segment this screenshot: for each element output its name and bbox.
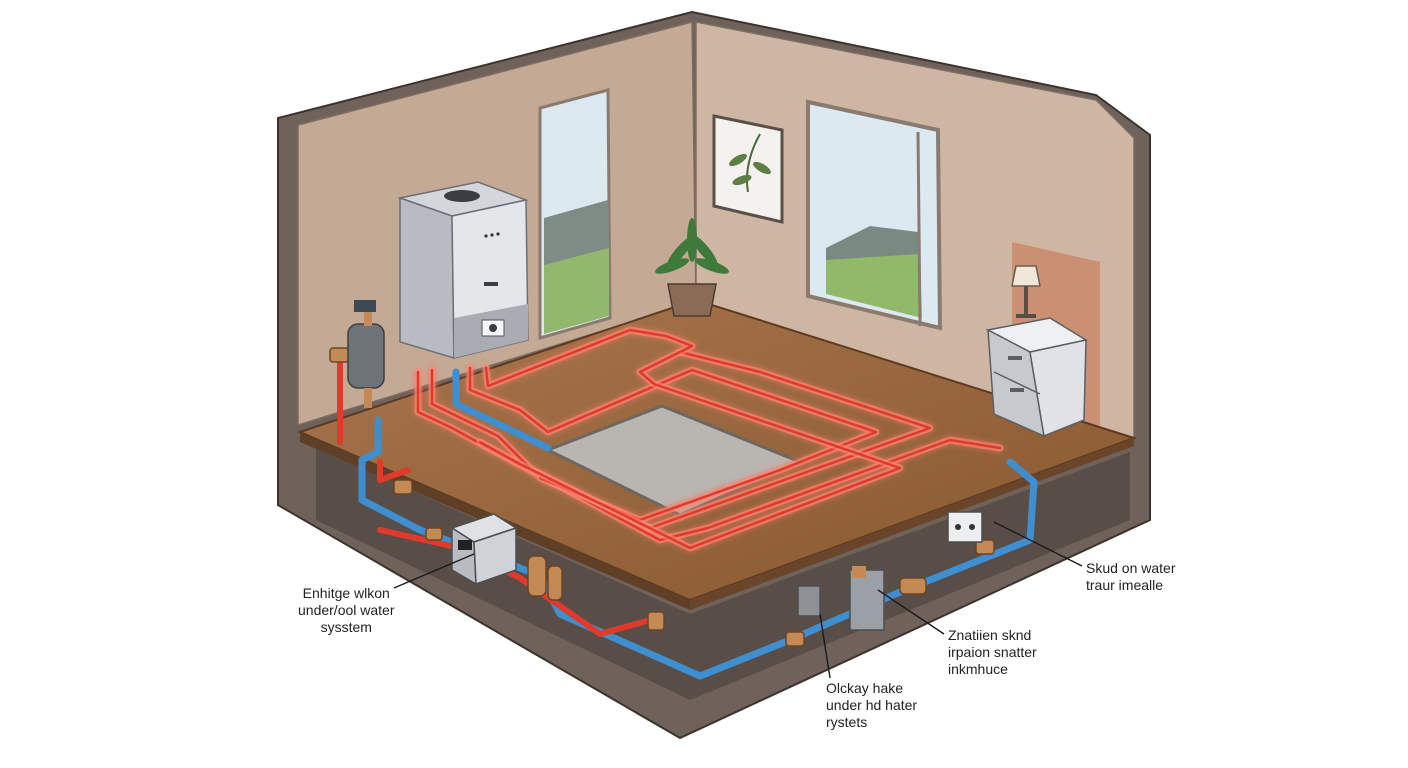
valve-icon	[527, 555, 885, 631]
control-box-icon	[450, 513, 518, 586]
heating-loops	[414, 326, 1004, 552]
pipe-fittings	[329, 347, 995, 647]
framed-picture-icon	[712, 114, 784, 224]
wall-socket-icon	[947, 511, 983, 543]
pressure-vessel-icon	[347, 300, 385, 408]
callout-pump-station: Znatiien sknd irpaion snatter inkmhuce	[948, 627, 1037, 677]
floor-edge-right	[690, 438, 1134, 610]
callout-heater-system: Olckay hake under hd hater rystets	[826, 680, 918, 730]
callout-leaders	[393, 521, 1083, 679]
lamp-icon	[1011, 265, 1041, 318]
plant-icon	[654, 218, 730, 317]
nightstand-icon	[985, 317, 1088, 438]
left-window	[538, 88, 612, 340]
callout-underfloor-system: Enhitge wlkon under/ool water sysstem	[298, 585, 395, 635]
callout-water-outlet: Skud on water traur imealle	[1086, 560, 1176, 593]
boiler-icon	[397, 181, 529, 360]
right-window	[806, 99, 943, 331]
